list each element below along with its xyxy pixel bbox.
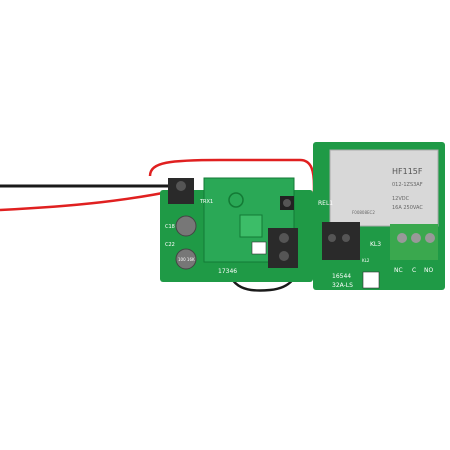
relay-model: HF115F xyxy=(392,167,423,176)
relay-line2: 012-1ZS3AF xyxy=(392,182,423,188)
relay xyxy=(329,149,439,227)
relay-line5: F00808EC2 xyxy=(352,210,375,215)
label-cap-bottom: 100 16K xyxy=(178,257,195,262)
label-kl3: KL3 xyxy=(370,241,381,248)
input-terminal xyxy=(322,222,360,260)
label-model-variant: 32A-LS xyxy=(332,282,353,289)
capacitor-c22 xyxy=(175,248,197,270)
module-barcode xyxy=(251,241,267,255)
qr-code xyxy=(362,271,380,289)
left-terminal-screw xyxy=(176,181,186,191)
module-logo-icon xyxy=(228,192,244,208)
red-wire-left xyxy=(0,188,179,212)
relay-line3: 12VDC xyxy=(392,196,410,202)
input-screw-1 xyxy=(328,234,336,242)
left-board: TRX1 C18 C22 100 16K 17346 xyxy=(160,177,313,282)
label-c22: C22 xyxy=(165,242,175,248)
relay-line4: 16A 250VAC xyxy=(392,205,423,211)
module-chip xyxy=(239,214,263,238)
capacitor-c18 xyxy=(175,215,197,237)
left-board-screw-2 xyxy=(279,251,289,261)
label-kl2: KL2 xyxy=(362,258,370,263)
left-board-screw-1 xyxy=(279,233,289,243)
input-screw-2 xyxy=(342,234,350,242)
output-screw-nc xyxy=(397,233,407,243)
label-no: NO xyxy=(424,267,433,274)
label-model-number: 16544 xyxy=(332,273,351,280)
right-board: HF115F 012-1ZS3AF 12VDC 16A 250VAC F0080… xyxy=(313,142,445,290)
output-screw-c xyxy=(411,233,421,243)
label-rel1: REL1 xyxy=(318,200,333,207)
label-trx: TRX1 xyxy=(199,199,213,205)
push-button-cap xyxy=(283,199,291,207)
label-nc: NC xyxy=(394,267,403,274)
output-screw-no xyxy=(425,233,435,243)
label-c: C xyxy=(412,267,416,274)
label-c18: C18 xyxy=(165,224,175,230)
label-serial: 17346 xyxy=(218,268,237,275)
